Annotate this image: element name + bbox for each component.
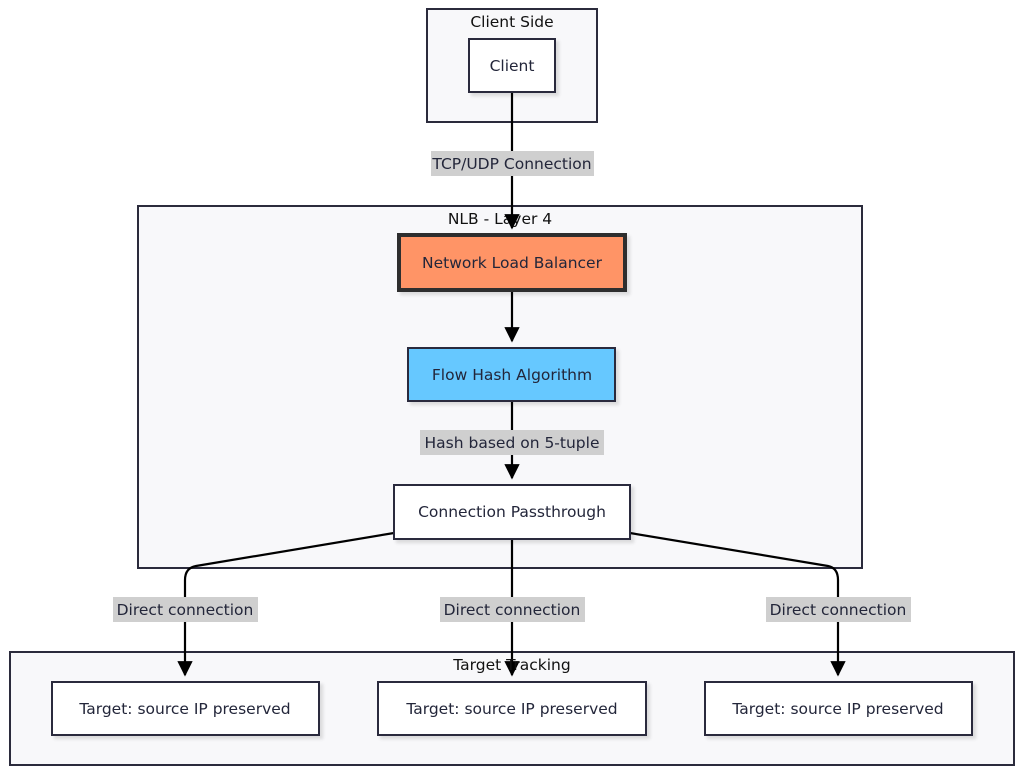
node-flow-hash-label: Flow Hash Algorithm (432, 366, 592, 384)
node-connection-passthrough: Connection Passthrough (393, 484, 631, 540)
edge-passthrough-to-target-3 (629, 531, 846, 677)
edge-label-direct-2: Direct connection (444, 601, 581, 619)
node-target-2-label: Target: source IP preserved (405, 700, 617, 718)
group-nlb-title: NLB - Layer 4 (448, 210, 552, 228)
node-target-3: Target: source IP preserved (704, 681, 973, 736)
edge-label-direct-3: Direct connection (770, 601, 907, 619)
edge-label-bg (113, 597, 258, 622)
group-client-side-title: Client Side (470, 13, 553, 31)
node-network-load-balancer: Network Load Balancer (397, 233, 627, 292)
node-passthrough-label: Connection Passthrough (418, 503, 606, 521)
edge-label-hash: Hash based on 5-tuple (425, 434, 600, 452)
node-nlb-label: Network Load Balancer (422, 254, 603, 272)
edge-passthrough-to-target-1 (177, 531, 395, 677)
node-target-3-label: Target: source IP preserved (731, 700, 943, 718)
node-client: Client (468, 38, 556, 93)
node-flow-hash-algorithm: Flow Hash Algorithm (407, 347, 616, 402)
group-target-tracking-title: Target Tracking (452, 656, 570, 674)
edge-label-bg (420, 430, 604, 455)
node-target-2: Target: source IP preserved (377, 681, 647, 736)
edge-label-tcp-udp: TCP/UDP Connection (431, 155, 591, 173)
edge-label-bg (431, 151, 594, 176)
node-target-1-label: Target: source IP preserved (78, 700, 290, 718)
edge-label-bg (440, 597, 585, 622)
edge-label-bg (766, 597, 911, 622)
node-target-1: Target: source IP preserved (51, 681, 320, 736)
edge-label-direct-1: Direct connection (117, 601, 254, 619)
node-client-label: Client (490, 57, 535, 75)
